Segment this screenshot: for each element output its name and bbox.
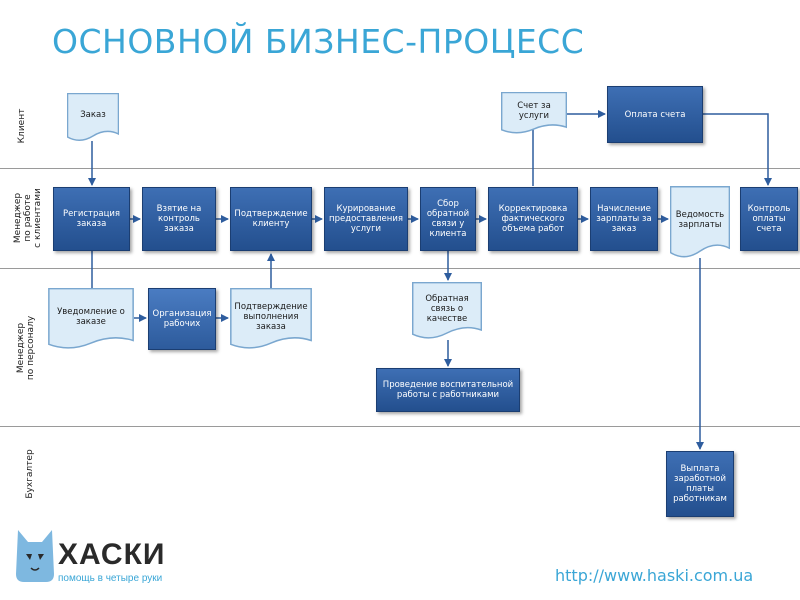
node-salary-calc: Начисление зарплаты за заказ xyxy=(590,187,658,251)
node-payout: Выплата заработной платы работникам xyxy=(666,451,734,517)
node-education: Проведение воспитательной работы с работ… xyxy=(376,368,520,412)
husky-logo xyxy=(16,530,54,582)
node-order: Заказ xyxy=(67,93,119,143)
node-registration: Регистрация заказа xyxy=(53,187,130,251)
website-link[interactable]: http://www.haski.com.ua xyxy=(555,566,754,585)
page-title: ОСНОВНОЙ БИЗНЕС-ПРОЦЕСС xyxy=(52,22,585,61)
logo-tagline: помощь в четыре руки xyxy=(58,573,163,584)
node-curation: Курирование предоставления услуги xyxy=(324,187,408,251)
node-feedback-collect: Сбор обратной связи у клиента xyxy=(420,187,476,251)
edge-payment-control xyxy=(703,113,772,186)
node-confirm-client: Подтверждение клиенту xyxy=(230,187,312,251)
document-shape xyxy=(501,92,567,136)
document-shape xyxy=(670,186,730,260)
node-salary-sheet: Ведомость зарплаты xyxy=(670,186,730,260)
document-shape xyxy=(412,282,482,342)
lane-divider-client xyxy=(0,168,800,169)
node-payment: Оплата счета xyxy=(607,86,703,143)
document-shape xyxy=(67,93,119,143)
node-organize: Организация рабочих xyxy=(148,288,216,350)
node-confirm-done: Подтверждение выполнения заказа xyxy=(230,288,312,352)
node-invoice: Счет за услуги xyxy=(501,92,567,136)
logo-name: ХАСКИ xyxy=(58,538,166,571)
node-payment-control: Контроль оплаты счета xyxy=(740,187,798,251)
lane-divider-manager-staff xyxy=(0,426,800,427)
lane-divider-manager-clients xyxy=(0,268,800,269)
node-control: Взятие на контроль заказа xyxy=(142,187,216,251)
document-shape xyxy=(48,288,134,352)
husky-icon xyxy=(16,530,54,582)
node-feedback-quality: Обратная связь о качестве xyxy=(412,282,482,342)
document-shape xyxy=(230,288,312,352)
node-notify: Уведомление о заказе xyxy=(48,288,134,352)
node-adjust: Корректировка фактического объема работ xyxy=(488,187,578,251)
